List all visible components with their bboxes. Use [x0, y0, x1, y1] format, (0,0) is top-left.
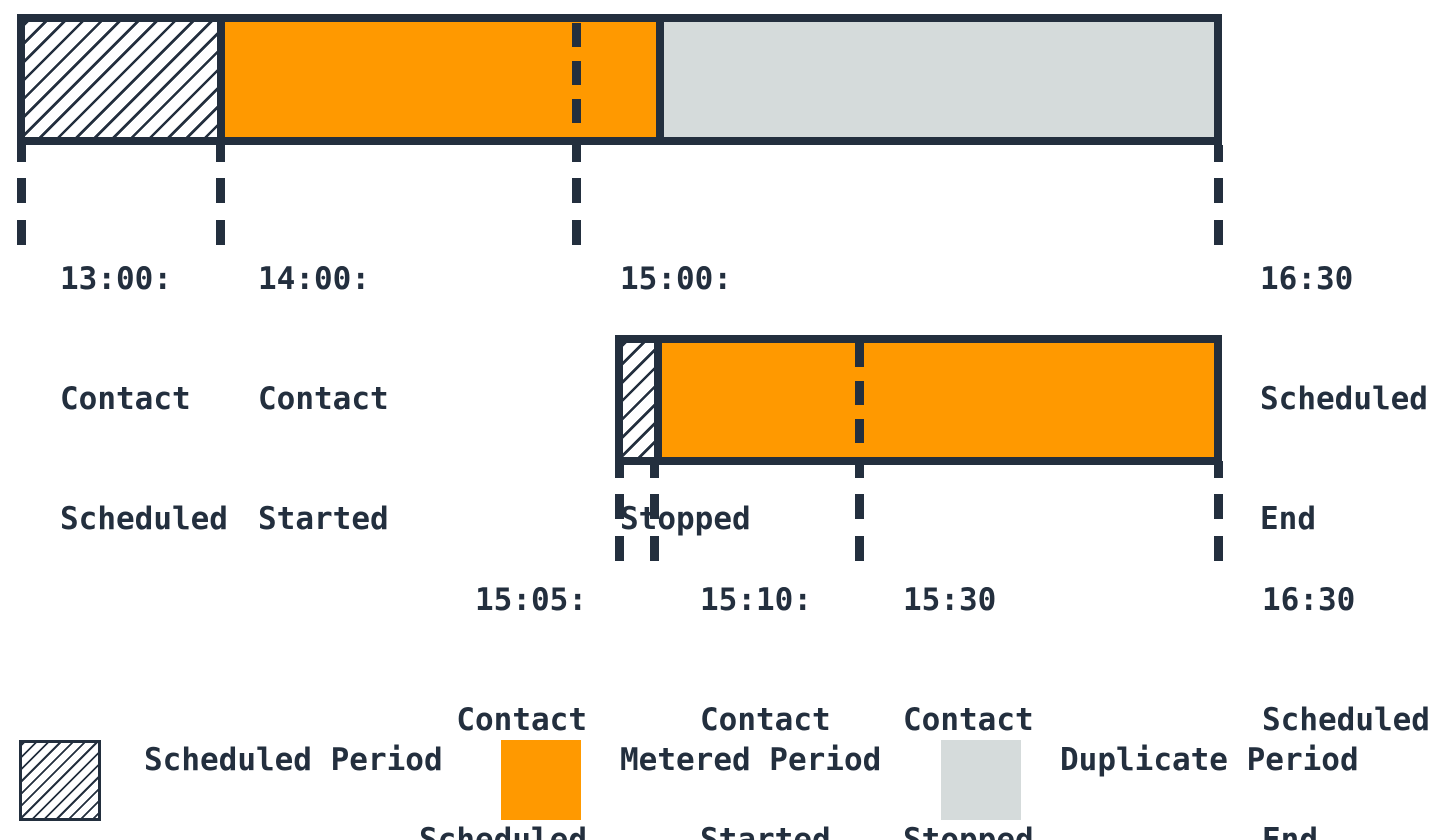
legend-label-duplicate-period: Duplicate Period [1060, 742, 1359, 778]
marker-label-15-05: 15:05: Contact Scheduled [387, 500, 587, 840]
metered-period-segment [662, 343, 1214, 457]
marker-time: 13:00: [60, 261, 172, 297]
marker-time: 16:30 [1260, 261, 1354, 297]
scheduled-period-segment [25, 22, 217, 137]
duplicate-period-swatch [941, 740, 1021, 820]
marker-line: Contact [700, 702, 831, 738]
marker-line: Stopped [620, 501, 751, 537]
marker-line: Scheduled [419, 822, 587, 840]
time-tick-13-00 [17, 145, 26, 245]
legend-label-scheduled-period: Scheduled Period [144, 742, 443, 778]
marker-label-15-30: 15:30 Contact Stopped [903, 500, 1034, 840]
duplicate-period-segment [664, 22, 1214, 137]
marker-time: 15:05: [475, 582, 587, 618]
time-tick-15-30 [855, 461, 864, 561]
segment-divider [656, 22, 664, 137]
marker-line: Scheduled [60, 501, 228, 537]
event-dashed-line-contact-stopped [572, 23, 581, 136]
metered-period-swatch [501, 740, 581, 820]
marker-label-15-10: 15:10: Contact Started [700, 500, 831, 840]
time-tick-16-30 [1214, 461, 1223, 561]
marker-time: 15:00: [620, 261, 732, 297]
marker-time: 15:10: [700, 582, 812, 618]
marker-line: End [1262, 822, 1318, 840]
marker-line: Stopped [903, 822, 1034, 840]
scheduled-period-swatch [19, 740, 101, 821]
marker-time: 16:30 [1262, 582, 1356, 618]
marker-line: Started [258, 501, 389, 537]
marker-time: 14:00: [258, 261, 370, 297]
timeline-bar-second-contact [615, 335, 1222, 465]
time-tick-15-10 [650, 461, 659, 561]
marker-line: Contact [258, 381, 389, 417]
marker-line: Contact [903, 702, 1034, 738]
marker-line: Contact [456, 702, 587, 738]
segment-divider [654, 343, 662, 457]
metered-period-segment [225, 22, 656, 137]
marker-line: End [1260, 501, 1316, 537]
marker-line: Started [700, 822, 831, 840]
marker-line: Scheduled [1262, 702, 1430, 738]
marker-line: Contact [60, 381, 191, 417]
event-dashed-line-contact-stopped [855, 343, 864, 456]
marker-line: Scheduled [1260, 381, 1428, 417]
time-tick-15-00 [572, 145, 581, 245]
marker-label-16-30-top: 16:30 Scheduled End [1260, 179, 1428, 619]
segment-divider [217, 22, 225, 137]
time-tick-15-05 [615, 461, 624, 561]
marker-time: 15:30 [903, 582, 997, 618]
marker-label-13-00: 13:00: Contact Scheduled [60, 179, 228, 619]
scheduled-period-segment [623, 343, 654, 457]
timeline-bar-first-contact [17, 14, 1222, 145]
marker-label-14-00: 14:00: Contact Started [258, 179, 389, 619]
time-tick-16-30 [1214, 145, 1223, 245]
marker-label-16-30-bottom: 16:30 Scheduled End [1262, 500, 1430, 840]
legend-label-metered-period: Metered Period [620, 742, 882, 778]
time-tick-14-00 [216, 145, 225, 245]
